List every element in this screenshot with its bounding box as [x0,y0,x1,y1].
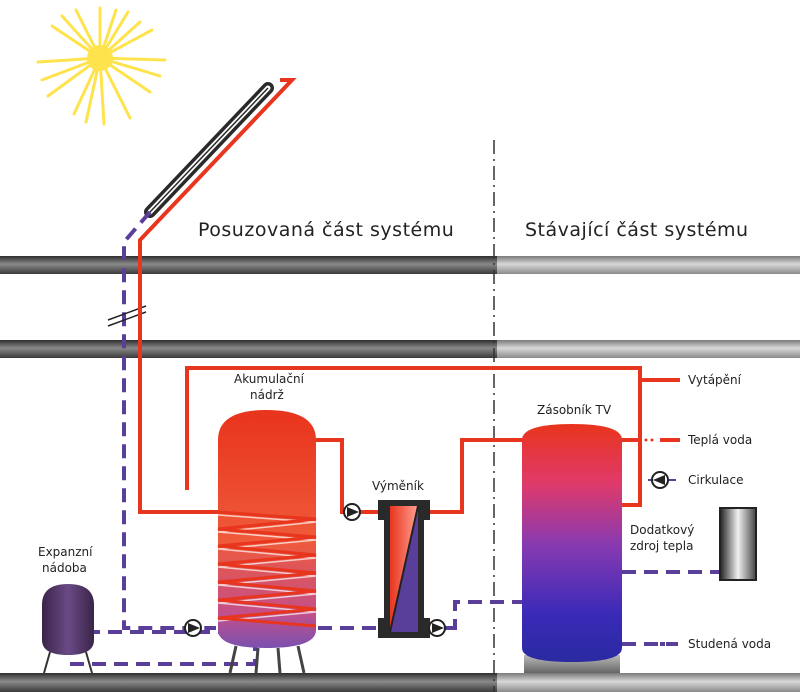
pump-icon [651,471,669,489]
sun-icon [36,6,167,126]
hot-pipes [138,78,680,514]
pump-icon [343,503,361,521]
heat-exchanger-icon [378,500,430,638]
dhw-storage-tank [522,424,622,673]
cold-water-dots [660,642,665,646]
label-accumulation-tank-2: nádrž [250,388,284,402]
pump-icon [428,619,446,637]
label-aux-source-1: Dodatkový [630,523,694,537]
label-cold-water: Studená voda [688,637,771,651]
expansion-vessel [42,584,94,674]
solar-collector [144,82,274,218]
label-expansion-vessel-2: nádoba [42,561,87,575]
accumulation-tank [217,410,317,674]
label-heating: Vytápění [688,373,742,387]
label-dhw-storage: Zásobník TV [537,403,612,417]
hot-water-dots [644,438,654,442]
label-expansion-vessel-1: Expanzní [38,545,93,559]
label-heat-exchanger: Výměník [372,479,424,493]
label-existing-section: Stávající část systému [525,219,749,241]
label-aux-source-2: zdroj tepla [630,539,693,553]
label-hot-water: Teplá voda [687,433,752,447]
label-circulation: Cirkulace [688,473,744,487]
pump-icon [184,619,202,637]
auxiliary-boiler-icon [719,507,757,581]
label-accumulation-tank-1: Akumulační [234,372,305,386]
floor-slabs [0,256,800,692]
label-assessed-section: Posuzovaná část systému [198,219,454,241]
